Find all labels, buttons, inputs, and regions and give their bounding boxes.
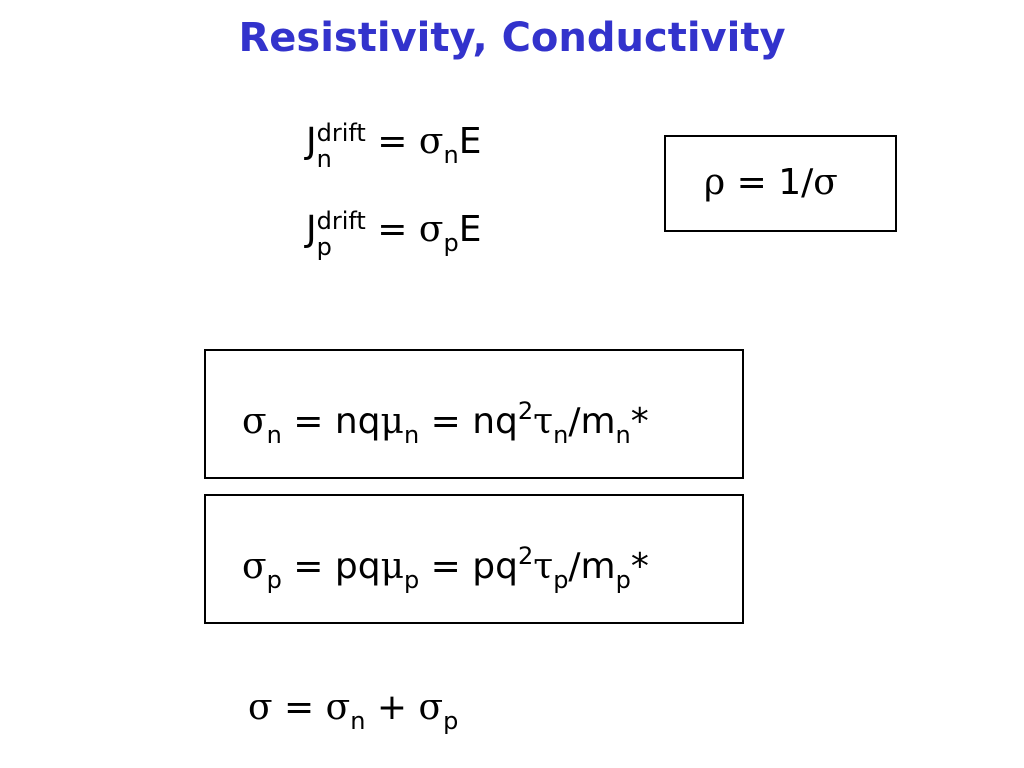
current-density-symbol: J — [306, 121, 317, 162]
sigma-n-subscript: n — [443, 141, 459, 169]
drift-superscript: drift — [316, 207, 366, 235]
sigma-subscript: n — [266, 421, 282, 449]
equation-total-conductivity: σ = σn + σp — [248, 688, 458, 741]
sigma-symbol: σ — [248, 687, 273, 728]
part-three: /m — [568, 401, 616, 442]
equals-sign: = — [377, 209, 408, 250]
part-two: = pq — [430, 546, 518, 587]
mu-symbol: μ — [380, 401, 404, 442]
equation-sigma-n: σn = nqμn = nq2τn/mn* — [242, 391, 649, 455]
sigma-n-symbol: σ — [325, 687, 351, 728]
sigma-symbol: σ — [418, 121, 444, 162]
effective-star: * — [630, 401, 649, 442]
slide-title: Resistivity, Conductivity — [238, 15, 786, 61]
part-one: = nq — [293, 401, 381, 442]
mu-subscript: n — [403, 421, 420, 449]
rho-symbol: ρ — [704, 162, 726, 203]
tau-subscript: p — [553, 566, 569, 594]
sigma-symbol: σ — [242, 401, 267, 442]
part-three: /m — [568, 546, 616, 587]
hole-conductivity-box: σp = pqμp = pq2τp/mp* — [204, 494, 744, 624]
p-subscript: p — [443, 707, 459, 735]
field-symbol: E — [458, 121, 482, 162]
squared-superscript: 2 — [517, 397, 534, 425]
equals-sign: = — [284, 687, 315, 728]
drift-superscript: drift — [316, 119, 366, 147]
equals-sign: = — [377, 121, 408, 162]
n-subscript: n — [350, 707, 366, 735]
tau-subscript: n — [553, 421, 569, 449]
plus-sign: + — [376, 687, 408, 728]
tau-symbol: τ — [533, 546, 554, 587]
rho-middle: = 1/ — [736, 162, 814, 203]
mu-subscript: p — [403, 566, 420, 594]
sigma-symbol: σ — [813, 162, 838, 203]
n-subscript: n — [316, 145, 332, 173]
mass-subscript: p — [615, 566, 631, 594]
effective-star: * — [630, 546, 649, 587]
sigma-symbol: σ — [242, 546, 267, 587]
part-one: = pq — [293, 546, 381, 587]
sigma-p-symbol: σ — [418, 687, 444, 728]
current-density-symbol: J — [306, 209, 317, 250]
p-subscript: p — [316, 233, 332, 261]
sigma-subscript: p — [266, 566, 282, 594]
squared-superscript: 2 — [517, 542, 534, 570]
equation-rho: ρ = 1/σ — [704, 163, 838, 203]
resistivity-box: ρ = 1/σ — [664, 135, 897, 232]
mu-symbol: μ — [380, 546, 404, 587]
tau-symbol: τ — [533, 401, 554, 442]
part-two: = nq — [430, 401, 518, 442]
field-symbol: E — [458, 209, 482, 250]
equation-sigma-p: σp = pqμp = pq2τp/mp* — [242, 536, 649, 600]
mass-subscript: n — [615, 421, 631, 449]
sigma-symbol: σ — [418, 209, 444, 250]
electron-conductivity-box: σn = nqμn = nq2τn/mn* — [204, 349, 744, 479]
sigma-p-subscript: p — [443, 229, 459, 257]
